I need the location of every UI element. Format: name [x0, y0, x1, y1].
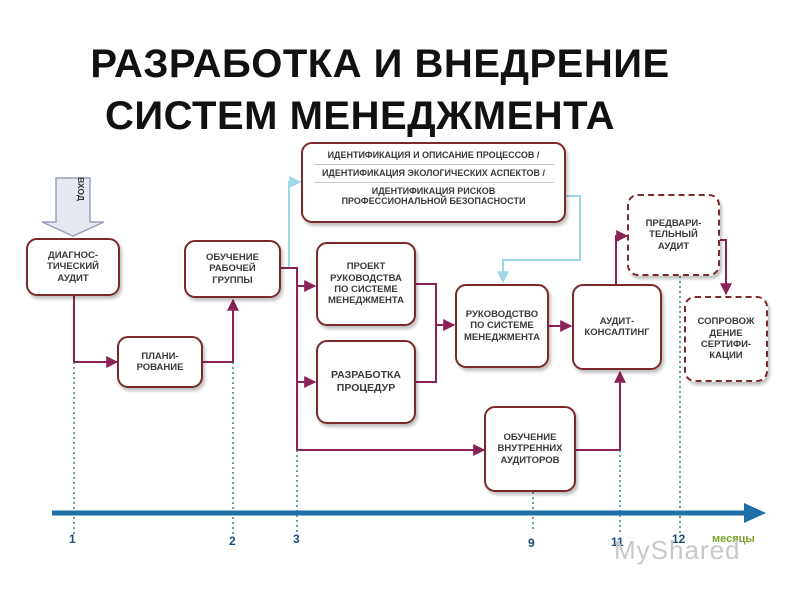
box-workgroup-training-label: ОБУЧЕНИЕ РАБОЧЕЙ ГРУППЫ	[206, 251, 259, 286]
box-identification-divider-1	[313, 163, 554, 165]
timeline-unit-label: месяцы	[712, 533, 755, 545]
title-line-1: РАЗРАБОТКА И ВНЕДРЕНИЕ	[90, 42, 670, 86]
box-workgroup-training: ОБУЧЕНИЕ РАБОЧЕЙ ГРУППЫ	[184, 240, 281, 298]
box-preliminary-audit-label: ПРЕДВАРИ- ТЕЛЬНЫЙ АУДИТ	[645, 217, 702, 252]
arrow-diagnostic-planning	[73, 296, 119, 368]
box-identification-line2: ИДЕНТИФИКАЦИЯ ЭКОЛОГИЧЕСКИХ АСПЕКТОВ /	[321, 167, 546, 178]
box-management-manual: РУКОВОДСТВО ПО СИСТЕМЕ МЕНЕДЖМЕНТА	[455, 284, 549, 368]
box-internal-auditors-label: ОБУЧЕНИЕ ВНУТРЕННИХ АУДИТОРОВ	[497, 431, 563, 466]
tick-2: 2	[229, 534, 236, 548]
box-internal-auditors: ОБУЧЕНИЕ ВНУТРЕННИХ АУДИТОРОВ	[484, 406, 576, 492]
box-preliminary-audit: ПРЕДВАРИ- ТЕЛЬНЫЙ АУДИТ	[627, 194, 720, 276]
box-management-manual-label: РУКОВОДСТВО ПО СИСТЕМЕ МЕНЕДЖМЕНТА	[464, 308, 540, 343]
feedback-arrow-to-top	[288, 176, 302, 268]
box-manual-project-label: ПРОЕКТ РУКОВОДСТВА ПО СИСТЕМЕ МЕНЕДЖМЕНТ…	[328, 261, 404, 307]
box-audit-consulting: АУДИТ- КОНСАЛТИНГ	[572, 284, 662, 370]
arrow-planning-training	[203, 298, 239, 363]
tick-12: 12	[672, 532, 686, 546]
arrow-consulting-preaudit	[615, 230, 629, 284]
tick-9: 9	[528, 536, 535, 550]
box-identification-divider-2	[313, 181, 554, 183]
box-procedures: РАЗРАБОТКА ПРОЦЕДУР	[316, 340, 416, 424]
tick-1: 1	[69, 532, 76, 546]
feedback-arrow-to-manual	[497, 195, 581, 284]
box-audit-consulting-label: АУДИТ- КОНСАЛТИНГ	[584, 315, 650, 338]
box-certification-support-label: СОПРОВОЖ ДЕНИЕ СЕРТИФИ- КАЦИИ	[697, 316, 755, 362]
watermark-logo: MyShared	[614, 535, 741, 565]
box-certification-support: СОПРОВОЖ ДЕНИЕ СЕРТИФИ- КАЦИИ	[684, 296, 768, 382]
box-identification-line1: ИДЕНТИФИКАЦИЯ И ОПИСАНИЕ ПРОЦЕССОВ /	[327, 150, 540, 160]
arrow-procedures-manual	[416, 325, 437, 383]
arrow-auditors-consulting	[576, 370, 626, 451]
box-diagnostic-audit-label: ДИАГНОС- ТИЧЕСКИЙ АУДИТ	[47, 249, 99, 284]
tick-3: 3	[293, 532, 300, 546]
box-planning-label: ПЛАНИ- РОВАНИЕ	[136, 350, 184, 373]
arrow-preaudit-certification	[720, 239, 732, 296]
box-identification: ИДЕНТИФИКАЦИЯ И ОПИСАНИЕ ПРОЦЕССОВ / ИДЕ…	[301, 142, 566, 223]
input-arrow	[41, 177, 105, 237]
box-manual-project: ПРОЕКТ РУКОВОДСТВА ПО СИСТЕМЕ МЕНЕДЖМЕНТ…	[316, 242, 416, 326]
title-line-2: СИСТЕМ МЕНЕДЖМЕНТА	[105, 94, 615, 138]
timeline-arrowhead	[744, 503, 766, 523]
arrow-project-manual	[416, 283, 456, 331]
input-label: ВХОД	[76, 177, 86, 201]
box-identification-line3: ИДЕНТИФИКАЦИЯ РИСКОВ ПРОФЕССИОНАЛЬНОЙ БЕ…	[341, 185, 526, 207]
box-procedures-label: РАЗРАБОТКА ПРОЦЕДУР	[330, 369, 402, 394]
box-diagnostic-audit: ДИАГНОС- ТИЧЕСКИЙ АУДИТ	[26, 238, 120, 296]
box-planning: ПЛАНИ- РОВАНИЕ	[117, 336, 203, 388]
arrow-training-branch	[281, 267, 486, 456]
tick-11: 11	[611, 535, 624, 549]
